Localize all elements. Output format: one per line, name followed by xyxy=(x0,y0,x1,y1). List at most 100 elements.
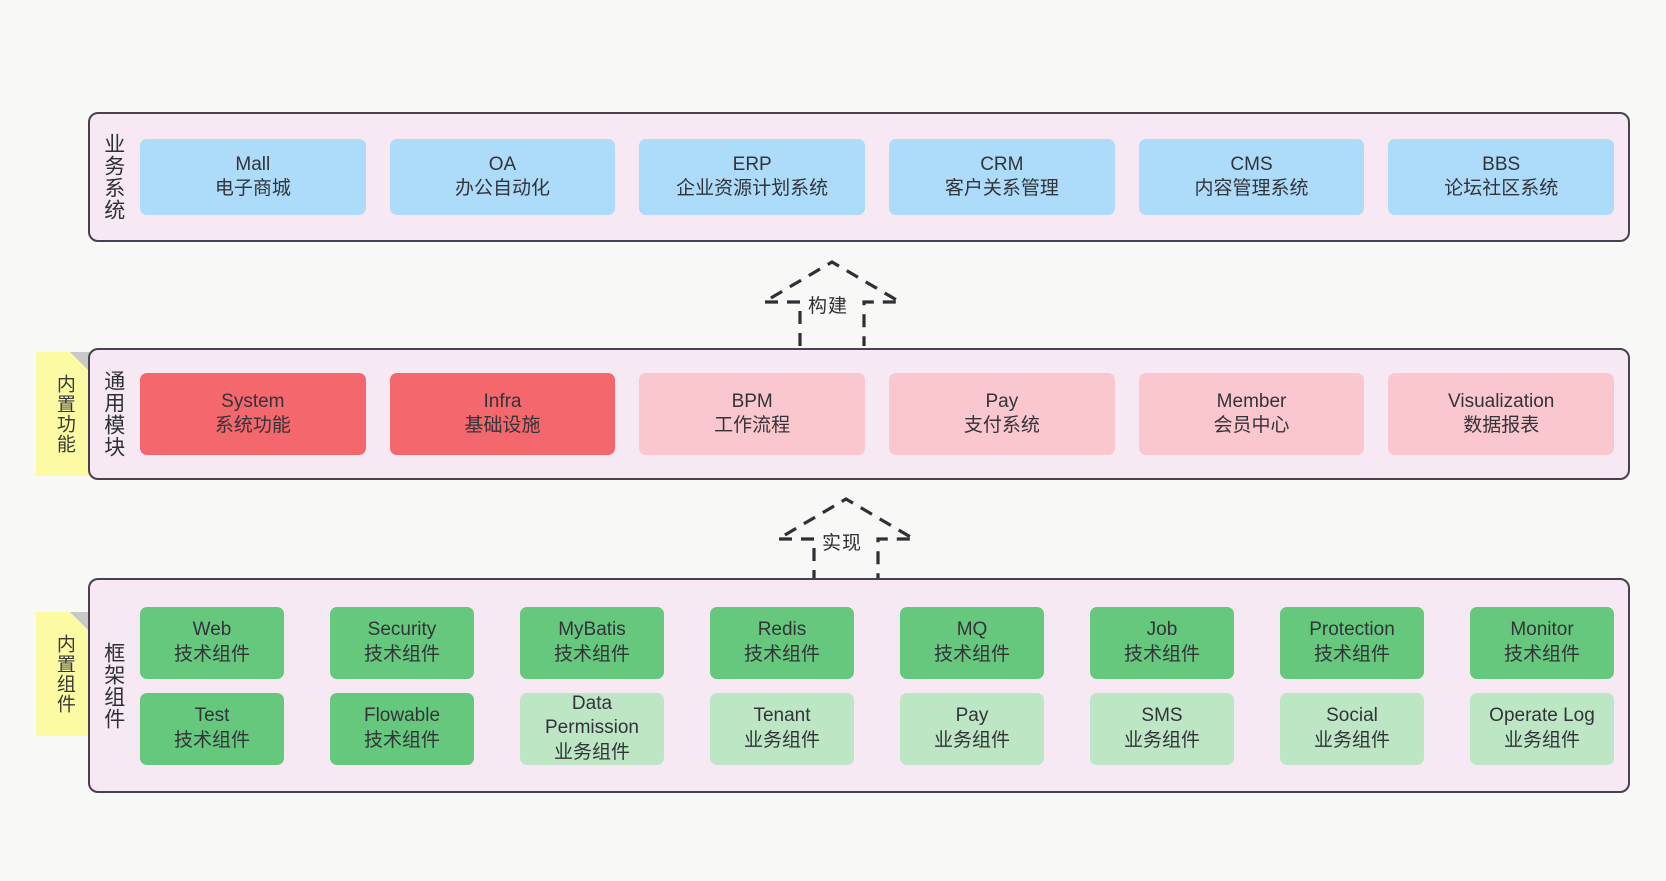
node-subtitle: 支付系统 xyxy=(963,415,1040,436)
note-builtin-features: 内置功能 xyxy=(36,352,92,476)
node-subtitle: 业务组件 xyxy=(1123,729,1200,751)
node-subtitle: 电子商城 xyxy=(214,178,291,199)
node-visualization[interactable]: Visualization 数据报表 xyxy=(1388,373,1615,455)
node-title: Infra xyxy=(483,390,522,412)
layer-business-systems: 业务系统 Mall 电子商城 OA 办公自动化 ERP 企业资源计划系统 CRM… xyxy=(88,112,1630,242)
node-title: ERP xyxy=(732,153,772,175)
node-row-business: Test 技术组件 Flowable 技术组件 Data Permission … xyxy=(140,692,1614,765)
node-monitor[interactable]: Monitor 技术组件 xyxy=(1470,606,1614,679)
node-test[interactable]: Test 技术组件 xyxy=(140,692,284,765)
node-subtitle: 业务组件 xyxy=(553,741,630,763)
layer-title-business-systems: 业务系统 xyxy=(101,133,125,221)
node-subtitle: 业务组件 xyxy=(1503,729,1580,751)
node-title: Pay xyxy=(985,390,1019,412)
node-title: CMS xyxy=(1230,153,1273,175)
node-title: OA xyxy=(488,153,517,175)
node-mq[interactable]: MQ 技术组件 xyxy=(900,606,1044,679)
node-subtitle: 内容管理系统 xyxy=(1194,178,1309,199)
node-web[interactable]: Web 技术组件 xyxy=(140,606,284,679)
node-sms[interactable]: SMS 业务组件 xyxy=(1090,692,1234,765)
node-title: Flowable xyxy=(363,705,441,727)
connector-build-label: 构建 xyxy=(808,296,849,317)
node-title: BBS xyxy=(1482,153,1521,175)
node-title: Test xyxy=(194,705,230,727)
node-flowable[interactable]: Flowable 技术组件 xyxy=(330,692,474,765)
node-subtitle: 业务组件 xyxy=(1313,729,1390,751)
node-title: Member xyxy=(1216,390,1287,412)
layer-framework-components: 框架组件 Web 技术组件 Security 技术组件 MyBatis 技术组件… xyxy=(88,578,1630,793)
node-subtitle: 技术组件 xyxy=(173,643,250,665)
node-subtitle: 技术组件 xyxy=(363,643,440,665)
node-title: Security xyxy=(367,619,437,641)
note-builtin-components: 内置组件 xyxy=(36,612,92,736)
node-subtitle: 技术组件 xyxy=(553,643,630,665)
node-title: Pay xyxy=(955,705,989,727)
node-title: Operate Log xyxy=(1489,705,1595,727)
layer-common-modules: 通用模块 System 系统功能 Infra 基础设施 BPM 工作流程 Pay… xyxy=(88,348,1630,480)
node-subtitle: 论坛社区系统 xyxy=(1444,178,1559,199)
node-pay-component[interactable]: Pay 业务组件 xyxy=(900,692,1044,765)
node-job[interactable]: Job 技术组件 xyxy=(1090,606,1234,679)
layer-body-framework-components: Web 技术组件 Security 技术组件 MyBatis 技术组件 Redi… xyxy=(136,580,1628,791)
note-label: 内置组件 xyxy=(53,634,75,714)
node-oa[interactable]: OA 办公自动化 xyxy=(389,139,616,215)
node-subtitle: 业务组件 xyxy=(743,729,820,751)
node-subtitle: 工作流程 xyxy=(714,415,791,436)
node-subtitle: 技术组件 xyxy=(743,643,820,665)
node-system[interactable]: System 系统功能 xyxy=(140,373,366,455)
layer-title-framework-components: 框架组件 xyxy=(101,641,125,730)
node-title: System xyxy=(221,390,285,412)
node-subtitle: 数据报表 xyxy=(1463,415,1540,436)
node-security[interactable]: Security 技术组件 xyxy=(330,606,474,679)
node-subtitle: 系统功能 xyxy=(214,415,291,436)
node-title: MyBatis xyxy=(558,619,626,641)
node-crm[interactable]: CRM 客户关系管理 xyxy=(889,139,1115,215)
node-title: MQ xyxy=(956,619,988,641)
layer-body-common-modules: System 系统功能 Infra 基础设施 BPM 工作流程 Pay 支付系统… xyxy=(136,350,1628,478)
node-social[interactable]: Social 业务组件 xyxy=(1280,692,1424,765)
node-pay-module[interactable]: Pay 支付系统 xyxy=(889,373,1115,455)
node-data-permission[interactable]: Data Permission 业务组件 xyxy=(520,692,664,765)
node-subtitle: 办公自动化 xyxy=(455,178,551,199)
node-member[interactable]: Member 会员中心 xyxy=(1138,373,1365,455)
note-label: 内置功能 xyxy=(53,374,75,454)
node-bbs[interactable]: BBS 论坛社区系统 xyxy=(1388,139,1615,215)
node-infra[interactable]: Infra 基础设施 xyxy=(389,373,616,455)
node-row-tech: Web 技术组件 Security 技术组件 MyBatis 技术组件 Redi… xyxy=(140,606,1614,679)
node-protection[interactable]: Protection 技术组件 xyxy=(1280,606,1424,679)
node-subtitle: 技术组件 xyxy=(363,729,440,751)
note-fold-corner-icon xyxy=(70,352,92,374)
layer-body-business-systems: Mall 电子商城 OA 办公自动化 ERP 企业资源计划系统 CRM 客户关系… xyxy=(136,114,1628,240)
node-title: BPM xyxy=(731,390,773,412)
node-title: SMS xyxy=(1141,705,1183,727)
node-erp[interactable]: ERP 企业资源计划系统 xyxy=(639,139,866,215)
node-operate-log[interactable]: Operate Log 业务组件 xyxy=(1470,692,1614,765)
node-row: System 系统功能 Infra 基础设施 BPM 工作流程 Pay 支付系统… xyxy=(140,373,1615,455)
node-title: Web xyxy=(192,619,232,641)
node-subtitle: 技术组件 xyxy=(173,729,250,751)
node-subtitle: 技术组件 xyxy=(1313,643,1390,665)
node-subtitle: 客户关系管理 xyxy=(944,178,1059,199)
node-title: Visualization xyxy=(1448,390,1555,412)
node-mybatis[interactable]: MyBatis 技术组件 xyxy=(520,606,664,679)
node-title: Job xyxy=(1146,619,1178,641)
node-redis[interactable]: Redis 技术组件 xyxy=(710,606,854,679)
connector-implement-label: 实现 xyxy=(822,533,863,554)
node-title: CRM xyxy=(980,153,1024,175)
node-title: Protection xyxy=(1309,619,1395,641)
node-subtitle: 技术组件 xyxy=(1123,643,1200,665)
node-title: Social xyxy=(1326,705,1378,727)
node-subtitle: 企业资源计划系统 xyxy=(676,178,829,199)
node-title: Data Permission xyxy=(545,693,639,739)
node-title: Monitor xyxy=(1510,619,1574,641)
note-fold-corner-icon xyxy=(70,612,92,634)
node-tenant[interactable]: Tenant 业务组件 xyxy=(710,692,854,765)
node-subtitle: 技术组件 xyxy=(933,643,1010,665)
node-cms[interactable]: CMS 内容管理系统 xyxy=(1138,139,1365,215)
node-subtitle: 业务组件 xyxy=(933,729,1010,751)
node-mall[interactable]: Mall 电子商城 xyxy=(140,139,366,215)
layer-title-common-modules: 通用模块 xyxy=(101,370,125,458)
node-subtitle: 基础设施 xyxy=(464,415,541,436)
node-bpm[interactable]: BPM 工作流程 xyxy=(639,373,866,455)
